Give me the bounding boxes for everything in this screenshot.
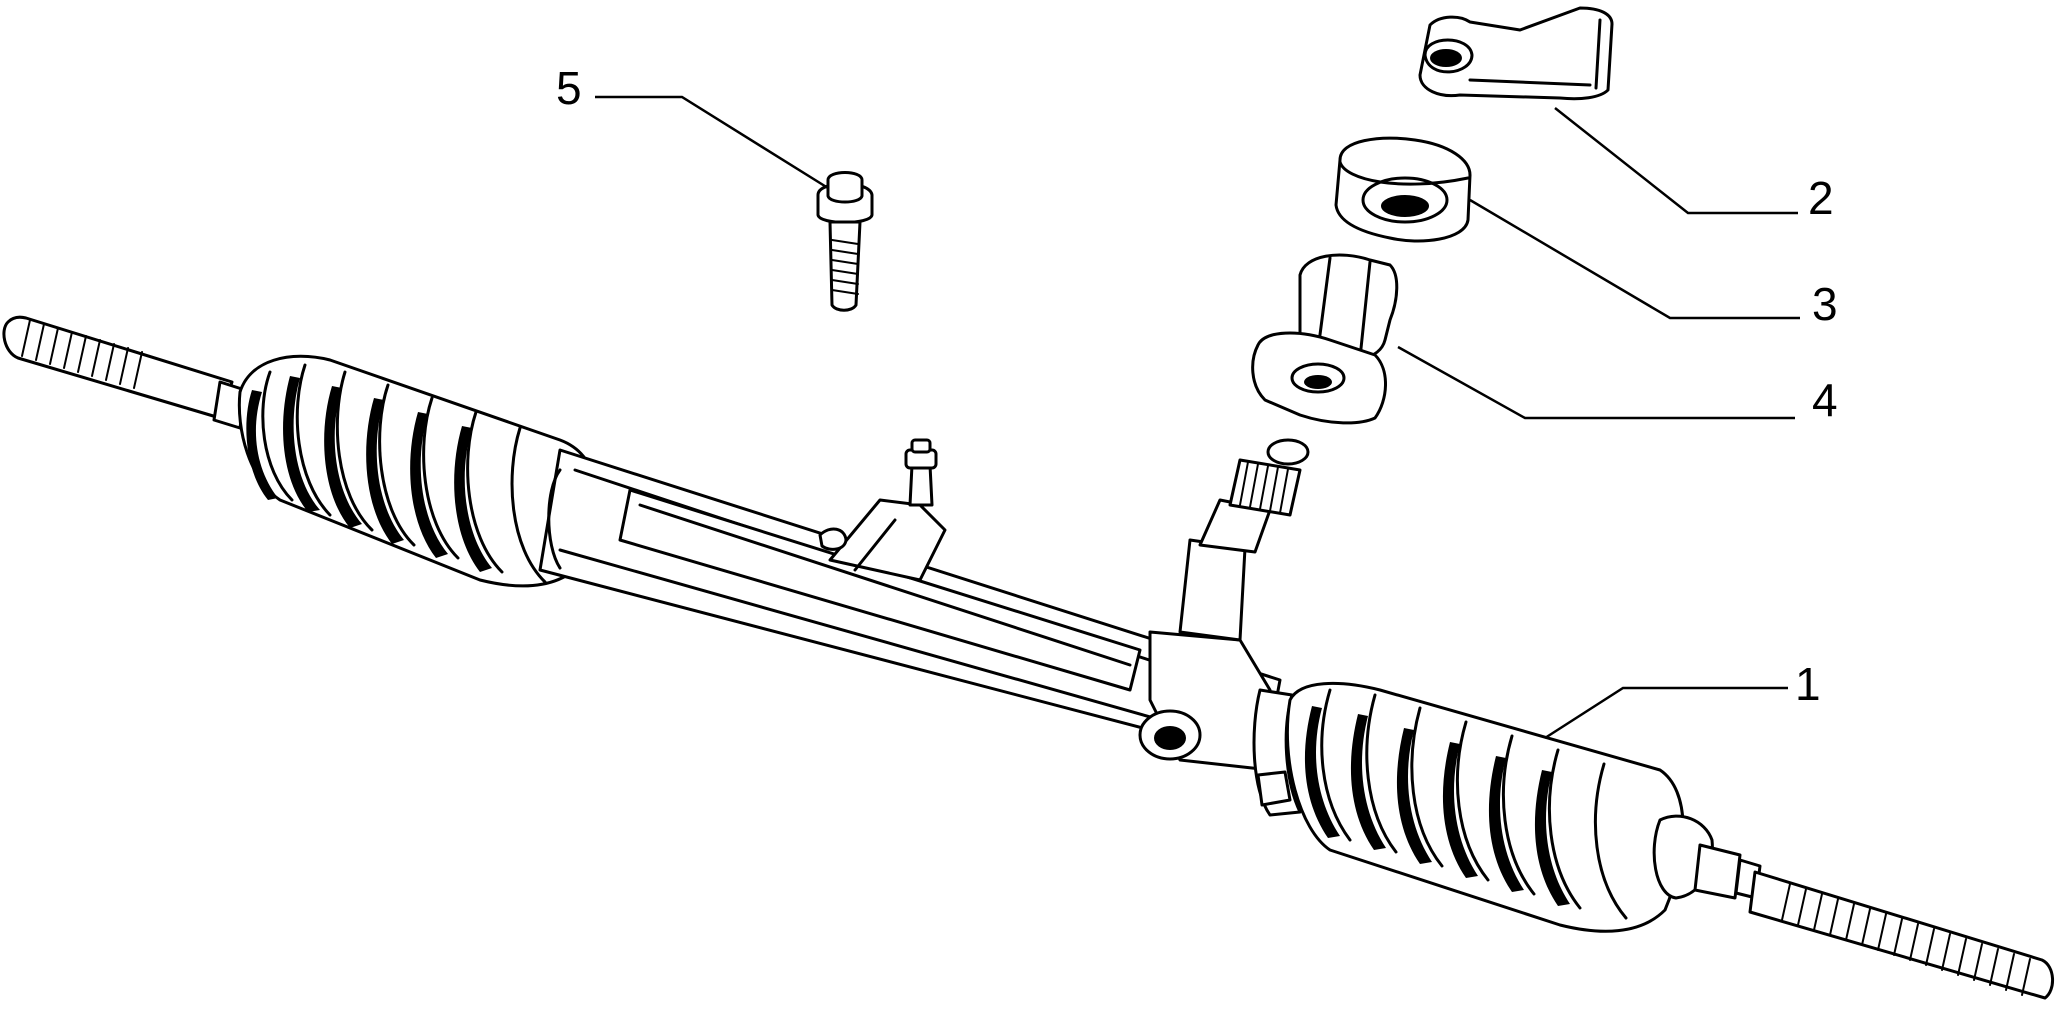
leader-line-1: [1544, 686, 1788, 740]
callout-4: 4: [1397, 345, 1838, 426]
breather-nipple-bracket: [818, 438, 947, 582]
flange-bolt: [816, 171, 874, 312]
rubber-ring: [1334, 136, 1472, 243]
callout-3: 3: [1469, 198, 1838, 330]
callout-1: 1: [1544, 658, 1821, 740]
leader-line-5: [595, 95, 829, 190]
pinion-housing: [1138, 438, 1310, 772]
rack-bushing: [1251, 253, 1399, 425]
callout-label-4: 4: [1812, 374, 1838, 426]
left-tie-rod-thread: [2, 315, 247, 430]
callout-2: 2: [1554, 107, 1834, 224]
steering-rack-assembly: [2, 315, 2054, 1000]
right-tie-rod-thread: [1693, 843, 2054, 1000]
rack-housing-tube: [538, 448, 1282, 762]
callout-5: 5: [556, 62, 829, 190]
leader-line-4: [1397, 345, 1795, 420]
leader-line-2: [1554, 107, 1798, 215]
callout-label-1: 1: [1795, 658, 1821, 710]
leader-line-3: [1469, 198, 1800, 320]
right-boot-clamp: [1252, 688, 1302, 817]
left-bellows-boot: [237, 354, 598, 588]
callout-label-5: 5: [556, 62, 582, 114]
callout-label-2: 2: [1808, 172, 1834, 224]
mounting-bracket: [1418, 6, 1614, 101]
right-bellows-boot: [1285, 682, 1714, 933]
callout-label-3: 3: [1812, 278, 1838, 330]
